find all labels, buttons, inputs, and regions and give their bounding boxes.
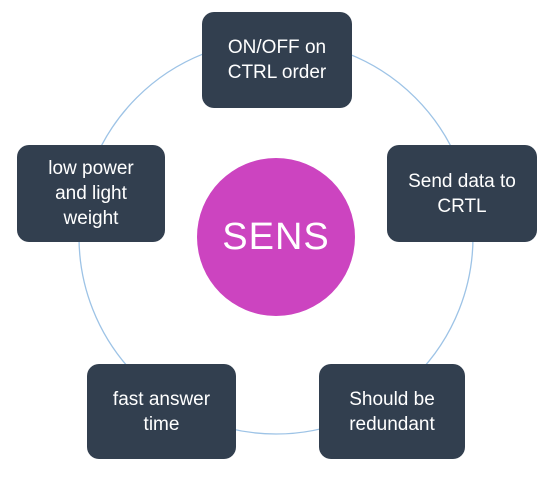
center-circle: SENS	[197, 158, 355, 316]
node-on-off-label: ON/OFF on CTRL order	[227, 37, 327, 83]
node-redundant: Should be redundant	[319, 364, 465, 459]
node-fast-answer-label: fast answer time	[112, 388, 211, 435]
node-on-off: ON/OFF on CTRL order	[202, 12, 352, 108]
node-fast-answer: fast answer time	[87, 364, 236, 459]
node-send-data-label: Send data to CRTL	[408, 170, 516, 217]
node-redundant-label: Should be redundant	[349, 388, 435, 435]
node-low-power: low power and light weight	[17, 145, 165, 242]
node-low-power-label: low power and light weight	[48, 158, 134, 229]
node-send-data: Send data to CRTL	[387, 145, 537, 242]
center-label: SENS	[222, 215, 330, 258]
